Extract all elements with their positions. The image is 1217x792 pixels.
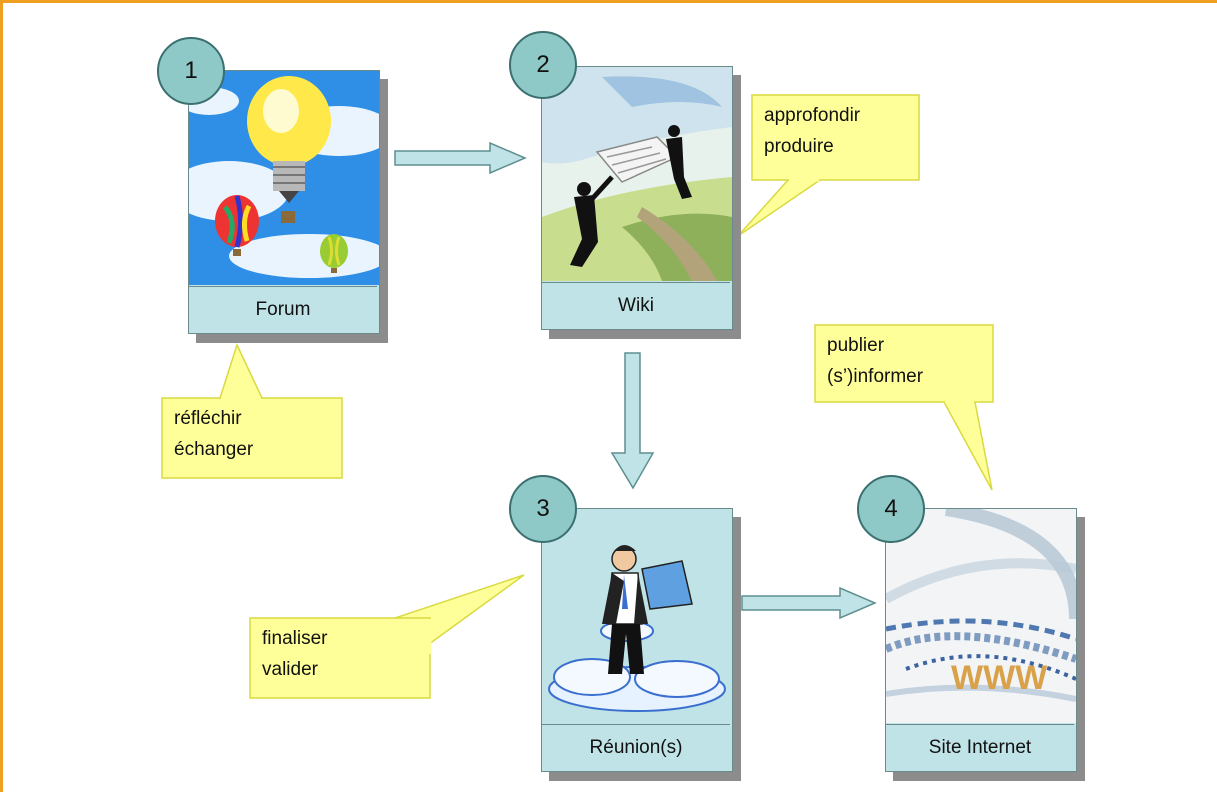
lightbulb-balloons-illustration — [189, 71, 379, 285]
www-text: WWW — [951, 659, 1048, 697]
wiki-note-box — [751, 94, 920, 181]
wiki-note: approfondir produire — [752, 97, 919, 180]
reunion-note-line-1: finaliser — [262, 628, 328, 649]
arrow-forum-to-wiki — [394, 141, 527, 175]
arrow-reunion-to-site — [741, 586, 877, 620]
wiki-note-line-1: approfondir — [764, 105, 861, 126]
wiki-card: Wiki — [541, 66, 733, 330]
wiki-label: Wiki — [542, 282, 730, 329]
site-card: WWW Site Internet — [885, 508, 1077, 772]
site-note: publier (s’)informer — [815, 327, 993, 402]
forum-note-line-1: réfléchir — [174, 408, 242, 429]
site-note-line-2: (s’)informer — [827, 366, 924, 387]
site-note-line-1: publier — [827, 335, 885, 356]
forum-card: Forum — [188, 70, 380, 334]
reunion-note-box — [249, 617, 431, 699]
step-badge-1: 1 — [157, 37, 225, 105]
step-badge-4: 4 — [857, 475, 925, 543]
step-badge-2: 2 — [509, 31, 577, 99]
site-label: Site Internet — [886, 724, 1074, 771]
forum-label: Forum — [189, 286, 377, 333]
arrow-wiki-to-reunion — [610, 352, 655, 490]
reunion-label: Réunion(s) — [542, 724, 730, 771]
people-carrying-document-illustration — [542, 67, 732, 281]
reunion-note-line-2: valider — [262, 659, 318, 680]
wiki-note-line-2: produire — [764, 136, 834, 157]
reunion-note: finaliser valider — [250, 620, 430, 698]
forum-note: réfléchir échanger — [162, 400, 342, 478]
www-digital-chain-illustration: WWW — [886, 509, 1076, 723]
man-on-cloud-reading-illustration — [542, 509, 732, 723]
site-note-box — [814, 324, 994, 403]
forum-note-box — [161, 397, 343, 479]
reunion-card: Réunion(s) — [541, 508, 733, 772]
step-badge-3: 3 — [509, 475, 577, 543]
forum-note-line-2: échanger — [174, 439, 254, 460]
